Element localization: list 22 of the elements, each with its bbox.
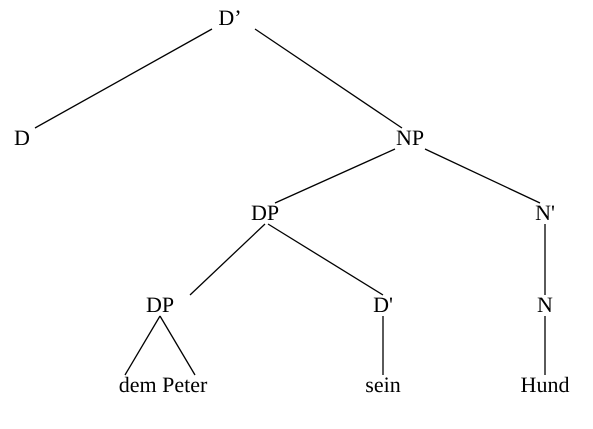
tree-branch — [254, 28, 402, 129]
tree-label: N — [537, 293, 553, 317]
tree-label: D’ — [218, 6, 242, 30]
tree-branch — [544, 316, 546, 375]
tree-label: sein — [365, 373, 401, 397]
tree-label: N' — [535, 201, 555, 225]
tree-branch — [268, 223, 384, 296]
tree-label: D — [14, 126, 30, 150]
tree-branch — [124, 316, 161, 376]
tree-branch — [424, 148, 540, 204]
tree-label: NP — [396, 126, 424, 150]
tree-branch — [544, 224, 546, 295]
tree-label: DP — [146, 293, 174, 317]
tree-label: DP — [250, 201, 280, 225]
tree-branch — [34, 28, 212, 129]
tree-label: D' — [373, 293, 393, 317]
tree-branch — [382, 316, 384, 375]
tree-label: Hund — [520, 373, 570, 397]
tree-branch — [274, 148, 396, 204]
tree-label: dem Peter — [118, 373, 208, 397]
tree-branch — [159, 316, 196, 376]
tree-branch — [190, 224, 266, 296]
